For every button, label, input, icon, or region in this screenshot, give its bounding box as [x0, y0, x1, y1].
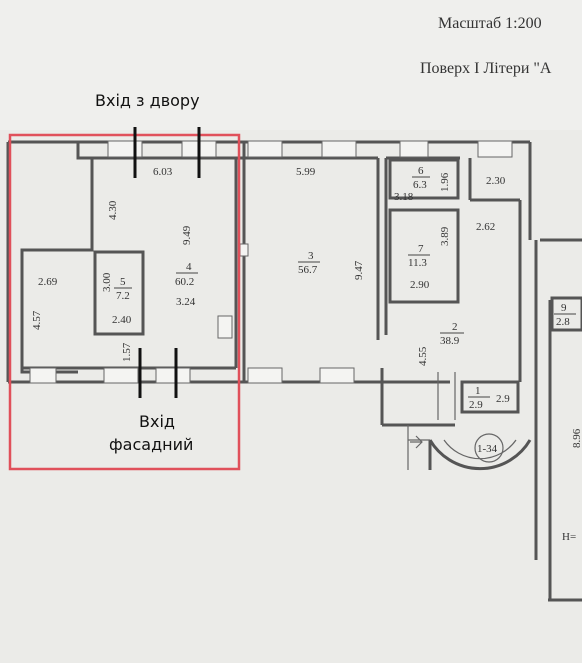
room-2-number: 2 — [452, 321, 458, 333]
dim-2-69: 2.69 — [38, 276, 58, 288]
dim-3-89: 3.89 — [439, 226, 451, 246]
dim-6-03: 6.03 — [153, 166, 173, 178]
stair-label: 1-34 — [477, 443, 498, 455]
room-5-area: 7.2 — [116, 290, 130, 302]
dim-1-96: 1.96 — [439, 172, 451, 192]
room-3-area: 56.7 — [298, 264, 318, 276]
yard-entrance-markers — [133, 127, 201, 178]
facade-entrance-label-line1: Вхід — [139, 412, 175, 431]
room-7-area: 11.3 — [408, 257, 427, 269]
dim-4-57: 4.57 — [31, 310, 43, 330]
dim-4-55: 4.55 — [417, 346, 429, 366]
room-7-number: 7 — [418, 243, 424, 255]
dim-2-40: 2.40 — [112, 314, 132, 326]
room-labels: 3 56.7 4 60.2 5 7.2 6 6.3 7 11.3 2 38.9 … — [114, 165, 576, 411]
dimension-labels: 6.03 5.99 4.30 9.49 2.69 4.57 3.00 2.40 … — [31, 166, 582, 543]
room-4-area: 60.2 — [175, 276, 194, 288]
dim-9-49: 9.49 — [181, 225, 193, 245]
room-6-area: 6.3 — [413, 179, 427, 191]
dim-2-90: 2.90 — [410, 279, 430, 291]
room-1-area: 2.9 — [469, 399, 483, 411]
room-1-number: 1 — [475, 385, 481, 397]
facade-entrance-markers — [138, 348, 178, 398]
room-3-number: 3 — [308, 250, 314, 262]
dim-3-24: 3.24 — [176, 296, 196, 308]
dim-3-00: 3.00 — [101, 272, 113, 292]
dim-4-30: 4.30 — [107, 200, 119, 220]
dim-2-62: 2.62 — [476, 221, 495, 233]
dim-h: Н= — [562, 531, 576, 543]
dim-2-30: 2.30 — [486, 175, 506, 187]
room-9-area: 2.8 — [556, 316, 570, 328]
dim-3-18: 3.18 — [394, 191, 414, 203]
dim-9-47: 9.47 — [353, 260, 365, 280]
highlight-frame — [8, 133, 241, 471]
room-5-number: 5 — [120, 276, 126, 288]
stair-bay: 1-34 — [407, 372, 532, 471]
dim-5-99: 5.99 — [296, 166, 316, 178]
dim-2-9: 2.9 — [496, 393, 510, 405]
facade-entrance-label-line2: фасадний — [109, 435, 193, 454]
room-4-number: 4 — [186, 261, 192, 273]
floor-label: Поверх І Літери "А — [420, 60, 552, 77]
yard-entrance-label: Вхід з двору — [95, 91, 200, 110]
scale-label: Масштаб 1:200 — [438, 15, 542, 32]
dim-8-96: 8.96 — [571, 428, 582, 448]
room-9-number: 9 — [561, 302, 567, 314]
room-2-area: 38.9 — [440, 335, 460, 347]
room-6-number: 6 — [418, 165, 424, 177]
dim-1-57: 1.57 — [121, 342, 133, 362]
